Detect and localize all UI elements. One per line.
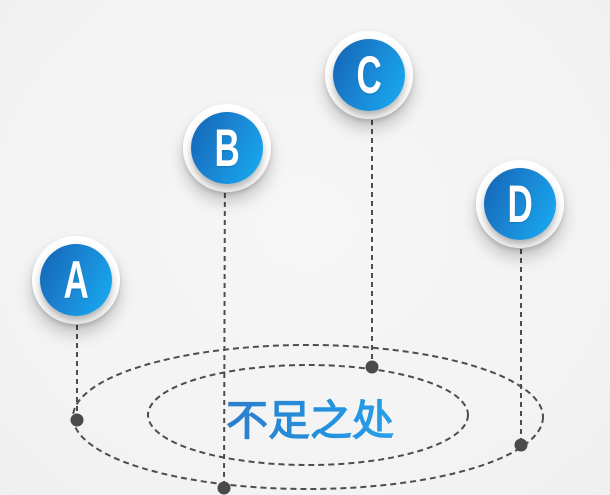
center-title: 不足之处 <box>188 390 432 444</box>
orbit-ellipse-inner <box>147 364 469 466</box>
connector-dot-b <box>217 481 231 495</box>
connector-dot-a <box>70 413 84 427</box>
node-circle-b: B <box>183 104 271 192</box>
connector-dot-d <box>514 438 528 452</box>
node-circle-a: A <box>32 236 120 324</box>
node-circle-d-face: D <box>484 168 556 240</box>
connector-dot-c <box>365 360 379 374</box>
node-label-c: C <box>356 45 382 105</box>
node-label-a: A <box>63 250 89 310</box>
connector-line-b <box>223 147 226 489</box>
node-circle-c: C <box>325 31 413 119</box>
node-circle-d: D <box>476 160 564 248</box>
node-label-b: B <box>214 118 240 178</box>
node-circle-c-face: C <box>333 39 405 111</box>
orbit-ellipse-outer <box>72 344 544 490</box>
node-circle-a-face: A <box>40 244 112 316</box>
node-circle-b-face: B <box>191 112 263 184</box>
node-label-d: D <box>507 174 533 234</box>
